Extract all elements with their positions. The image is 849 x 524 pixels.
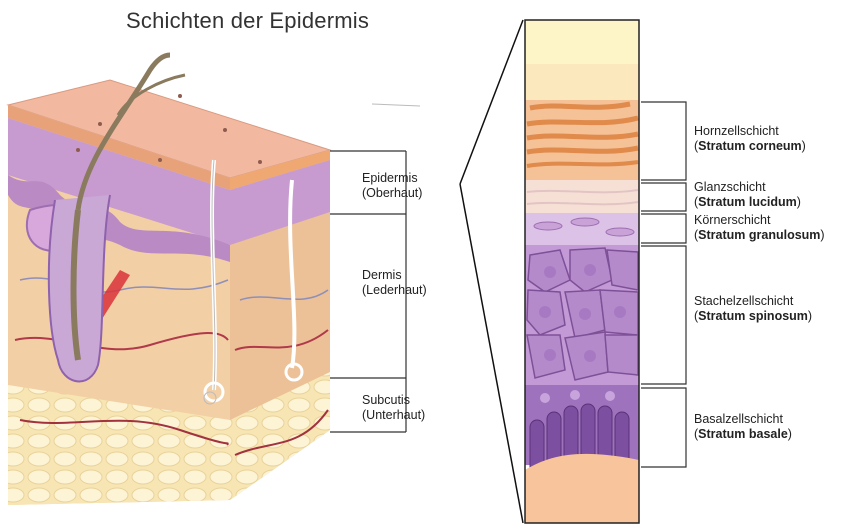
right-layer-brackets [641, 102, 686, 467]
label-dermis: Dermis (Lederhaut) [362, 268, 427, 298]
label-subcutis: Subcutis (Unterhaut) [362, 393, 425, 423]
zoom-lines [460, 20, 523, 523]
label-stratum-spinosum: Stachelzellschicht (Stratum spinosum) [694, 294, 812, 324]
label-epidermis: Epidermis (Oberhaut) [362, 171, 422, 201]
label-stratum-lucidum: Glanzschicht (Stratum lucidum) [694, 180, 801, 210]
label-stratum-granulosum: Körnerschicht (Stratum granulosum) [694, 213, 825, 243]
label-stratum-corneum: Hornzellschicht (Stratum corneum) [694, 124, 806, 154]
epidermis-column [525, 20, 639, 523]
divider [372, 104, 420, 106]
label-stratum-basale: Basalzellschicht (Stratum basale) [694, 412, 792, 442]
skin-block [8, 55, 330, 505]
